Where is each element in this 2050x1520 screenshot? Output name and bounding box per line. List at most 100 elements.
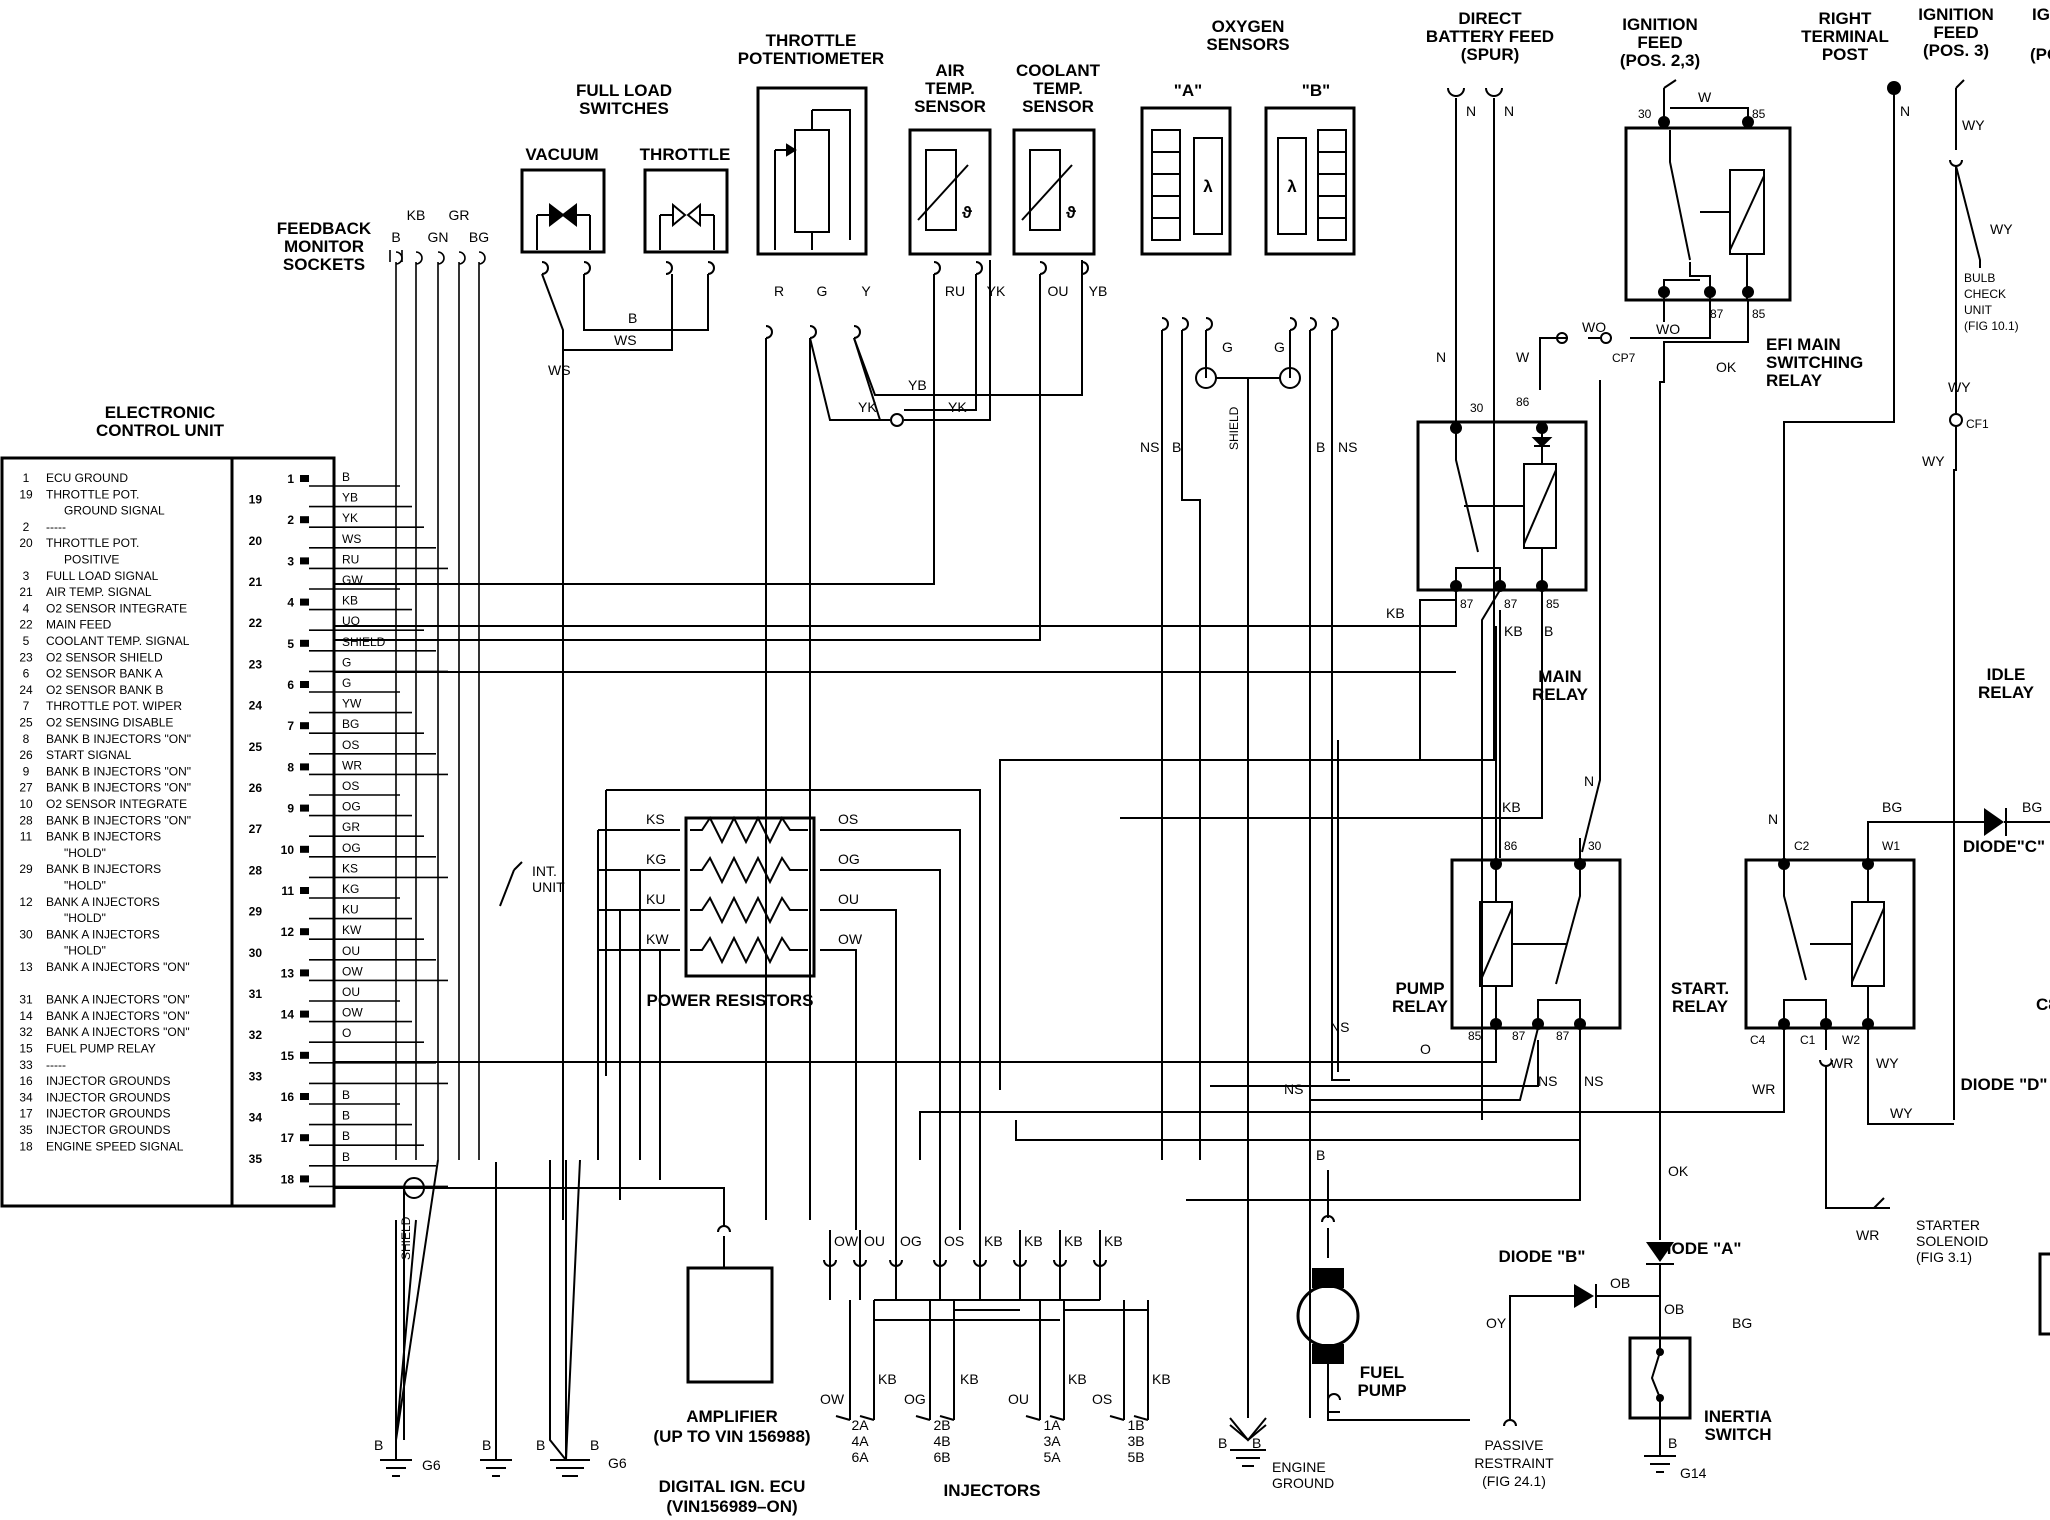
fuel-pump-line-1: FUEL bbox=[1360, 1363, 1404, 1382]
full-load-switches: FULL LOAD SWITCHES VACUUM THROTTLE B WS … bbox=[520, 81, 730, 1220]
engine-ground-wire-b1: B bbox=[1218, 1435, 1227, 1451]
main-relay-pin-87a: 87 bbox=[1460, 597, 1474, 611]
air-temp-wire-ru: RU bbox=[945, 283, 965, 299]
ecu-function-text: INJECTOR GROUNDS bbox=[46, 1107, 170, 1121]
ecu-pin-number: 32 bbox=[249, 1028, 263, 1042]
bulb-check-4: (FIG 10.1) bbox=[1964, 319, 2019, 333]
throttle-potentiometer: THROTTLE POTENTIOMETER R G Y YB YK YK bbox=[738, 31, 1083, 1220]
injector-bottom-ou: OU bbox=[1008, 1391, 1029, 1407]
efi-relay-box bbox=[1624, 126, 1792, 302]
main-relay-pin-87b: 87 bbox=[1504, 597, 1518, 611]
feedback-title-1: FEEDBACK bbox=[277, 219, 372, 238]
ecu-pin-number: 7 bbox=[287, 719, 294, 733]
starter-solenoid-2: SOLENOID bbox=[1916, 1233, 1988, 1249]
battery-wire-w: W bbox=[1516, 349, 1530, 365]
ecu-function-no: 6 bbox=[23, 667, 30, 681]
ecu-function-text: ----- bbox=[46, 1058, 66, 1072]
ecu-pin-wire: UO bbox=[342, 614, 360, 628]
ecu-pin-number: 27 bbox=[249, 822, 263, 836]
injector-top-wire: OG bbox=[900, 1233, 922, 1249]
feedback-monitor-sockets: FEEDBACK MONITOR SOCKETS KB GR B GN BG bbox=[277, 207, 489, 1160]
efi-wire-w: W bbox=[1698, 89, 1712, 105]
battery-wire-n3: N bbox=[1436, 349, 1446, 365]
amplifier-line-1: AMPLIFIER bbox=[686, 1407, 778, 1426]
cutoff-title-2: (PC bbox=[2030, 45, 2050, 64]
ecu-function-no: 35 bbox=[19, 1123, 33, 1137]
ecu-function-no: 18 bbox=[19, 1139, 33, 1153]
throttle-pot-resistor bbox=[794, 129, 830, 233]
ecu-function-no: 22 bbox=[19, 618, 33, 632]
ecu-pin-number: 18 bbox=[281, 1172, 295, 1186]
ecu-pin-number: 35 bbox=[249, 1152, 263, 1166]
ecu-pin-wire: SHIELD bbox=[342, 635, 386, 649]
throttle-pot-wire-r: R bbox=[774, 283, 784, 299]
inertia-wire-b: B bbox=[1668, 1435, 1677, 1451]
resistor-left-ks: KS bbox=[646, 811, 665, 827]
ecu-function-text: "HOLD" bbox=[64, 879, 106, 893]
ecu-function-text: "HOLD" bbox=[64, 911, 106, 925]
pump-relay-pin-85: 85 bbox=[1468, 1029, 1482, 1043]
ecu-function-text: O2 SENSOR INTEGRATE bbox=[46, 797, 187, 811]
ecu-pin-wire: B bbox=[342, 1150, 350, 1164]
pump-relay-wire-kb: KB bbox=[1502, 799, 1521, 815]
throttle-switch-symbol bbox=[659, 202, 715, 250]
inertia-wire-bg: BG bbox=[1732, 1315, 1752, 1331]
ecu-pin-terminal bbox=[300, 1093, 309, 1100]
oxygen-a-lambda: λ bbox=[1203, 177, 1213, 196]
main-relay-wire-kb2: KB bbox=[1504, 623, 1523, 639]
ecu-pin-terminal bbox=[300, 928, 309, 936]
ecu-pin-terminal bbox=[300, 1175, 309, 1183]
engine-ground-line-1: ENGINE bbox=[1272, 1459, 1326, 1475]
ecu-pin-number: 3 bbox=[287, 554, 294, 568]
main-relay-wire-n: N bbox=[1584, 773, 1594, 789]
pump-relay-wire-ns4: NS bbox=[1584, 1073, 1603, 1089]
ecu-function-text: BANK B INJECTORS "ON" bbox=[46, 781, 191, 795]
ecu-function-text: BANK B INJECTORS bbox=[46, 830, 161, 844]
injector-bottom-kb4: KB bbox=[1152, 1371, 1171, 1387]
ecu-function-text: "HOLD" bbox=[64, 846, 106, 860]
pump-relay-pin-86: 86 bbox=[1504, 839, 1518, 853]
battery-wire-n2: N bbox=[1504, 103, 1514, 119]
oxygen-wire-ns-a: NS bbox=[1140, 439, 1159, 455]
ecu-function-text: BANK A INJECTORS bbox=[46, 927, 160, 941]
left-ground-b4: B bbox=[590, 1437, 599, 1453]
injector-cylinder: 5A bbox=[1043, 1449, 1061, 1465]
ecu-function-no: 25 bbox=[19, 716, 33, 730]
vacuum-switch-symbol bbox=[536, 202, 591, 250]
ecu-pin-number: 15 bbox=[281, 1049, 295, 1063]
pump-relay-pin-30: 30 bbox=[1588, 839, 1602, 853]
ecu-pin-terminal bbox=[300, 598, 309, 606]
full-load-title-1: FULL LOAD bbox=[576, 81, 672, 100]
terminal-wire-n: N bbox=[1900, 103, 1910, 119]
ecu-function-no: 20 bbox=[19, 536, 33, 550]
feedback-wire-gr: GR bbox=[449, 207, 470, 223]
ecu-pin-number: 28 bbox=[249, 863, 263, 877]
ecu-function-no: 27 bbox=[19, 781, 33, 795]
injector-top-wire: OU bbox=[864, 1233, 885, 1249]
injectors-title: INJECTORS bbox=[944, 1481, 1041, 1500]
ecu-function-text: O2 SENSOR BANK B bbox=[46, 683, 163, 697]
fuel-pump-wire-b: B bbox=[1316, 1147, 1325, 1163]
efi-connector-cp7: CP7 bbox=[1612, 351, 1636, 365]
ecu-pin-wire: KW bbox=[342, 923, 362, 937]
diode-b-label: DIODE "B" bbox=[1499, 1247, 1586, 1266]
air-temp-title-3: SENSOR bbox=[914, 97, 986, 116]
bulb-check-1: BULB bbox=[1964, 271, 1995, 285]
injector-cylinder: 4A bbox=[851, 1433, 869, 1449]
throttle-pot-wire-yk: YK bbox=[858, 399, 877, 415]
feedback-title-2: MONITOR bbox=[284, 237, 364, 256]
ecu-function-text: O2 SENSOR BANK A bbox=[46, 667, 163, 681]
injector-bottom-ow: OW bbox=[820, 1391, 845, 1407]
ecu-pin-wire: OS bbox=[342, 738, 359, 752]
ecu-pin-wire: OG bbox=[342, 800, 361, 814]
terminal-title-3: POST bbox=[1822, 45, 1869, 64]
efi-main-relay: IGNITION FEED (POS. 2,3) 30 85 87 85 W W… bbox=[1539, 15, 1863, 1240]
full-load-wire-ws: WS bbox=[614, 332, 637, 348]
ecu-function-no: 2 bbox=[23, 520, 30, 534]
ecu-pin-terminal bbox=[300, 887, 309, 894]
air-temp-sensor: AIR TEMP. SENSOR ϑ RU YK bbox=[334, 61, 1006, 585]
oxygen-sensor-b bbox=[1264, 106, 1356, 256]
main-relay-wire-b: B bbox=[1544, 623, 1553, 639]
amplifier-line-2: (UP TO VIN 156988) bbox=[653, 1427, 810, 1446]
